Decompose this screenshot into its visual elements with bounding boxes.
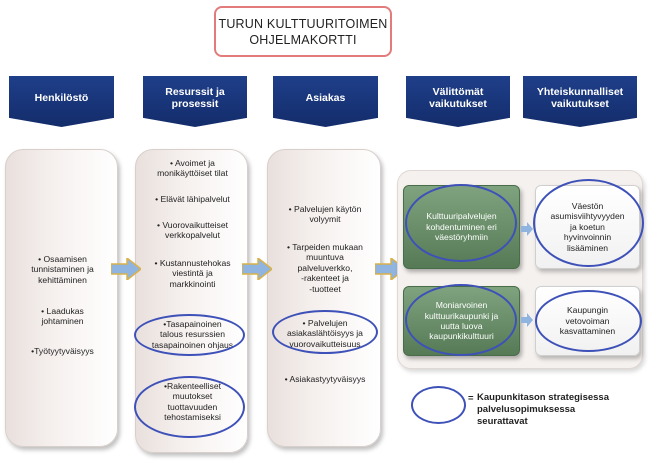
legend-equals: = [468, 393, 474, 404]
title-box: TURUN KULTTUURITOIMEN OHJELMAKORTTI [214, 6, 392, 57]
asiakas-ellipse [272, 310, 378, 354]
title-line-1: TURUN KULTTUURITOIMEN [218, 16, 388, 31]
resurssit-item-2: • Elävät lähipalvelut [155, 194, 230, 204]
header-asiakas: Asiakas [273, 76, 378, 127]
arrow-right-icon [521, 313, 533, 327]
valittomat-ellipse-2 [405, 284, 517, 356]
valittomat-ellipse-1 [405, 184, 517, 262]
title-line-2: OHJELMAKORTTI [249, 32, 357, 47]
yhteiskunnalliset-ellipse-2 [535, 290, 642, 352]
asiakas-item-4: • Asiakastyytyväisyys [284, 374, 366, 384]
arrow-right-icon [242, 258, 272, 280]
henkilosto-item-3: •Työtyytyväisyys [31, 346, 94, 356]
yhteiskunnalliset-ellipse-1 [533, 179, 644, 267]
legend-ellipse [411, 386, 466, 424]
header-henkilosto: Henkilöstö [9, 76, 114, 127]
resurssit-ellipse-1 [134, 314, 245, 356]
arrow-right-icon [521, 222, 533, 236]
arrow-right-icon [111, 258, 141, 280]
resurssit-ellipse-2 [134, 376, 245, 438]
